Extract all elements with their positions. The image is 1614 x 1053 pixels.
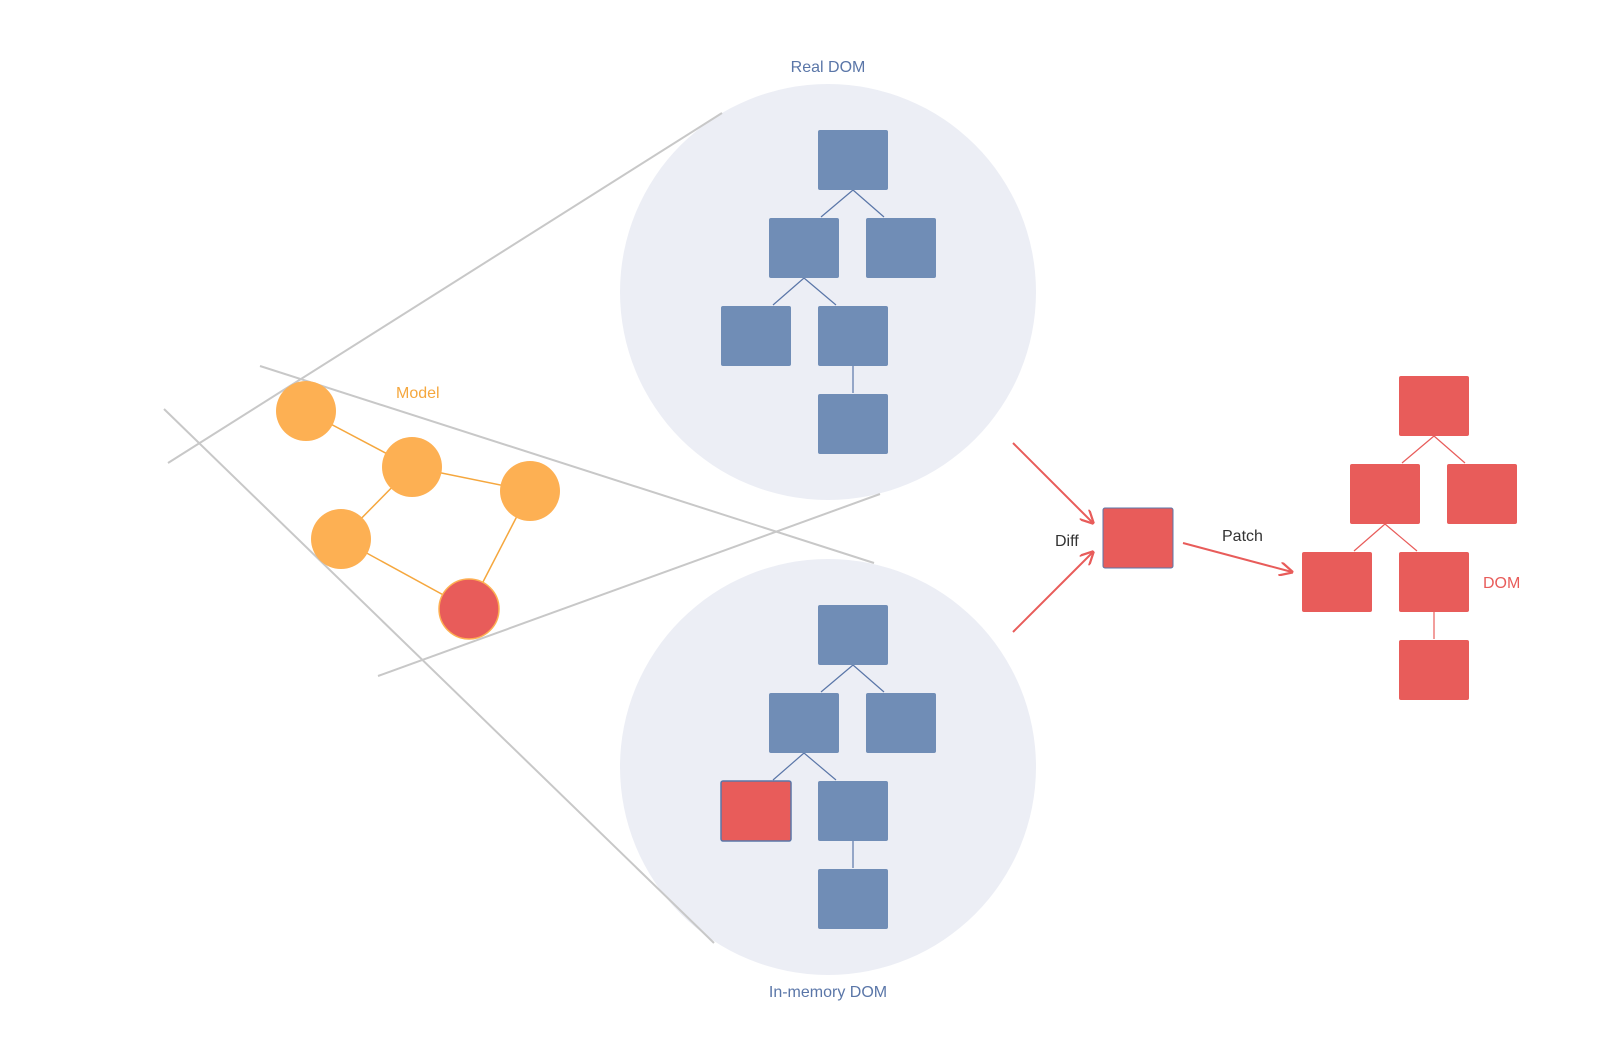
model-label: Model xyxy=(396,385,440,402)
in-memory-leaf-node xyxy=(818,869,888,929)
dom-left-grandchild-node xyxy=(1302,552,1372,612)
model-node-2 xyxy=(382,437,442,497)
diff-arrow-bottom xyxy=(1012,552,1093,633)
real-dom-tree xyxy=(721,130,936,454)
diff-result-node xyxy=(1102,507,1174,569)
in-memory-changed-node xyxy=(720,780,792,842)
dom-label: DOM xyxy=(1483,575,1520,592)
real-dom-root-node xyxy=(818,130,888,190)
result-dom-tree xyxy=(1302,376,1517,700)
in-memory-dom-tree xyxy=(720,605,936,929)
real-dom-left-grandchild-node xyxy=(721,306,791,366)
model-node-4 xyxy=(311,509,371,569)
in-memory-left-child-node xyxy=(769,693,839,753)
in-memory-right-child-node xyxy=(866,693,936,753)
projection-line-4 xyxy=(377,493,881,677)
real-dom-right-grandchild-node xyxy=(818,306,888,366)
in-memory-right-grandchild-node xyxy=(818,781,888,841)
dom-right-grandchild-node xyxy=(1399,552,1469,612)
projection-line-3 xyxy=(163,408,715,944)
in-memory-dom-circle xyxy=(620,559,1036,975)
dom-leaf-node xyxy=(1399,640,1469,700)
patch-label: Patch xyxy=(1222,528,1263,545)
in-memory-root-node xyxy=(818,605,888,665)
model-changed-node xyxy=(438,578,500,640)
model-node-3 xyxy=(500,461,560,521)
diff-arrows xyxy=(1012,442,1292,633)
dom-right-child-node xyxy=(1447,464,1517,524)
diff-arrow-top xyxy=(1012,442,1093,523)
real-dom-left-child-node xyxy=(769,218,839,278)
projection-line-2 xyxy=(259,365,875,564)
real-dom-leaf-node xyxy=(818,394,888,454)
projection-line-1 xyxy=(167,112,723,464)
dom-left-child-node xyxy=(1350,464,1420,524)
real-dom-label: Real DOM xyxy=(791,59,866,76)
real-dom-circle xyxy=(620,84,1036,500)
patch-arrow xyxy=(1182,542,1292,572)
dom-root-node xyxy=(1399,376,1469,436)
diff-label: Diff xyxy=(1055,533,1079,550)
model-graph xyxy=(276,381,560,640)
model-node-1 xyxy=(276,381,336,441)
real-dom-right-child-node xyxy=(866,218,936,278)
projection-lines xyxy=(163,112,881,944)
in-memory-dom-label: In-memory DOM xyxy=(769,984,887,1001)
